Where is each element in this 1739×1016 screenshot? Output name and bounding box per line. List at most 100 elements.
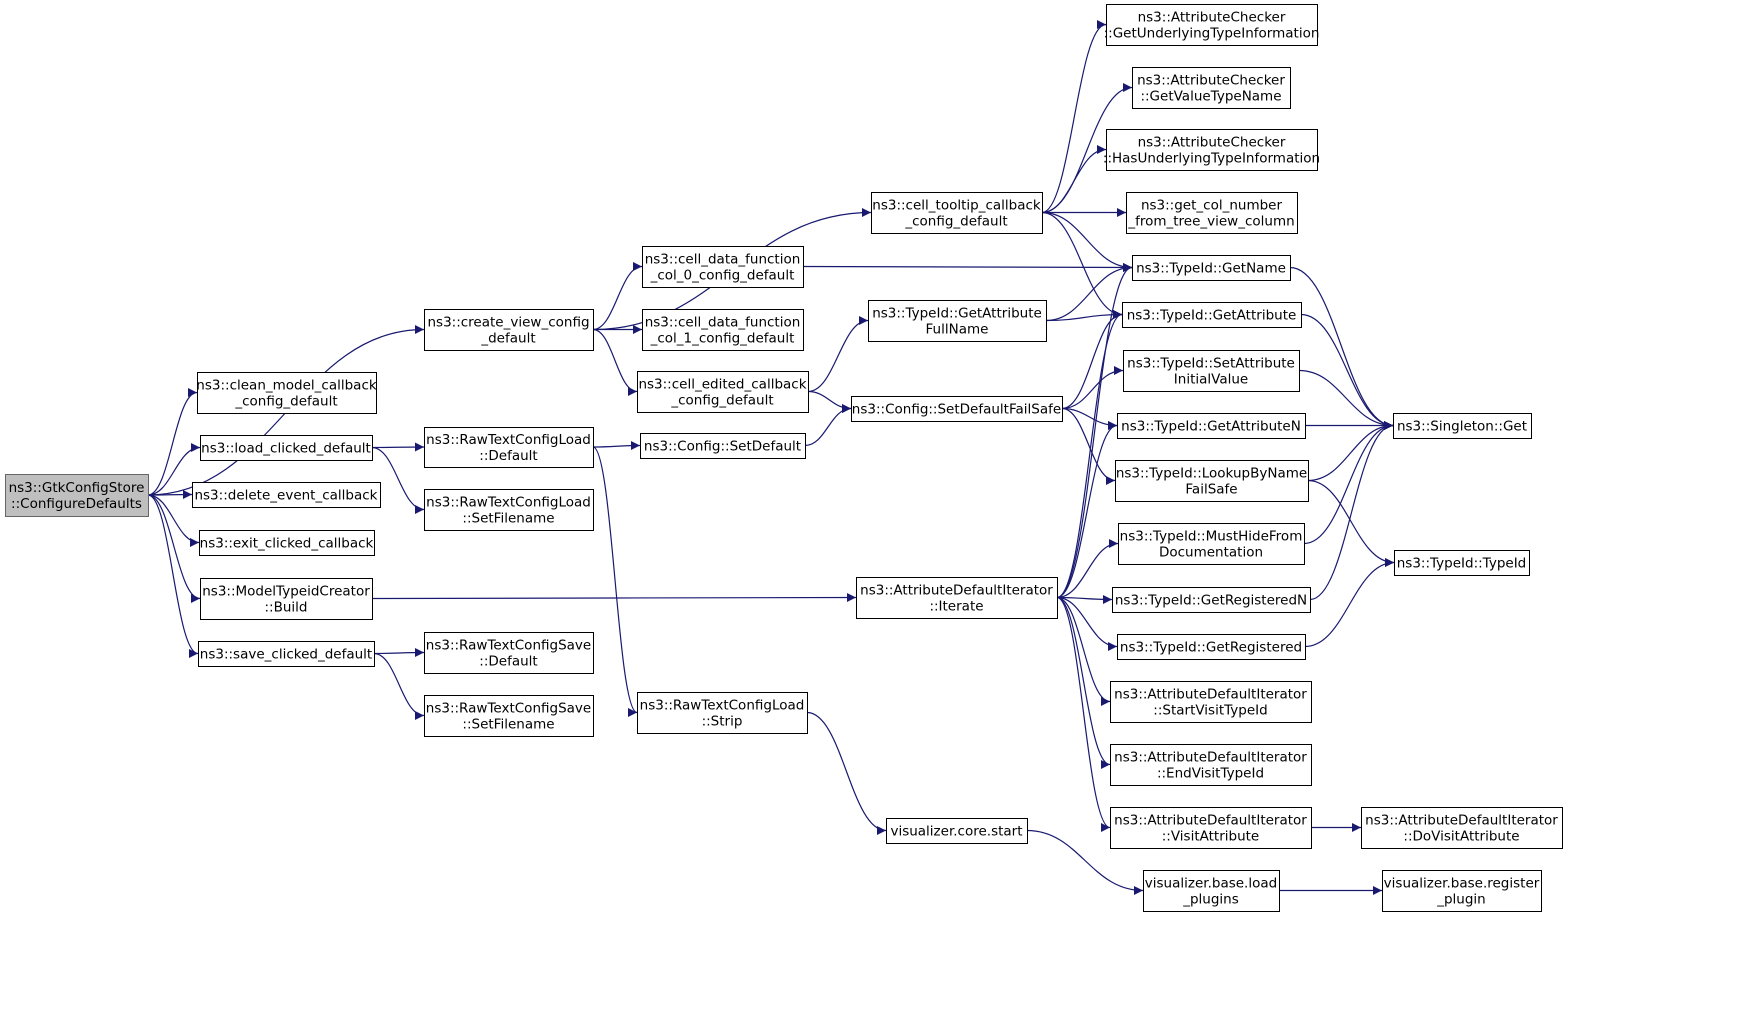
node-box (1110, 807, 1312, 849)
graph-node-adi-dovisitattr[interactable]: ns3::AttributeDefaultIterator::DoVisitAt… (1361, 807, 1563, 849)
graph-node-viz-start[interactable]: visualizer.core.start (886, 818, 1028, 844)
node-label-line: ns3::RawTextConfigLoad (640, 698, 805, 714)
node-label-line: ::SetFilename (462, 511, 554, 527)
node-box (424, 695, 594, 737)
graph-node-create-view[interactable]: ns3::create_view_config_default (424, 309, 594, 351)
graph-node-setdef-failsafe[interactable]: ns3::Config::SetDefaultFailSafe (851, 396, 1063, 422)
node-label-line: Documentation (1159, 545, 1263, 561)
node-label-line: ::Iterate (929, 599, 983, 615)
graph-node-clean-model[interactable]: ns3::clean_model_callback_config_default (196, 372, 377, 414)
node-label-line: ns3::save_clicked_default (200, 647, 372, 663)
node-label-line: ns3::TypeId::GetAttributeN (1121, 419, 1301, 435)
edge-load_clicked-to-rtcl_setfn (371, 446, 425, 514)
node-label-line: InitialValue (1174, 372, 1248, 388)
node-label-line: ::ConfigureDefaults (11, 496, 142, 512)
node-label-line: ns3::RawTextConfigSave (426, 638, 591, 654)
node-label-line: ns3::AttributeDefaultIterator (860, 583, 1053, 599)
graph-node-tid-getattributen[interactable]: ns3::TypeId::GetAttributeN (1117, 413, 1306, 439)
node-label-line: ns3::RawTextConfigSave (426, 701, 591, 717)
graph-node-delete-event[interactable]: ns3::delete_event_callback (192, 482, 381, 508)
graph-node-load-clicked[interactable]: ns3::load_clicked_default (200, 435, 373, 461)
graph-node-cell-edited[interactable]: ns3::cell_edited_callback_config_default (637, 371, 809, 413)
node-label-line: ns3::Config::SetDefaultFailSafe (852, 402, 1061, 418)
edge-mtc_build-to-adi_iterate (371, 593, 857, 603)
graph-node-exit-clicked[interactable]: ns3::exit_clicked_callback (199, 530, 375, 556)
node-box (1110, 744, 1312, 786)
node-label-line: ns3::cell_edited_callback (638, 377, 806, 393)
node-label-line: visualizer.base.register (1384, 876, 1540, 892)
graph-node-rtcl-setfn[interactable]: ns3::RawTextConfigLoad::SetFilename (424, 489, 594, 531)
graph-node-cfg-setdefault[interactable]: ns3::Config::SetDefault (640, 433, 806, 459)
node-label-line: ns3::AttributeDefaultIterator (1365, 813, 1558, 829)
node-box (1143, 870, 1280, 912)
edge-root-to-save_clicked (147, 494, 199, 658)
node-label-line: ns3::TypeId::SetAttribute (1127, 356, 1295, 372)
graph-node-tid-getregistered[interactable]: ns3::TypeId::GetRegistered (1117, 634, 1306, 660)
graph-node-adi-startvisit[interactable]: ns3::AttributeDefaultIterator::StartVisi… (1110, 681, 1312, 723)
graph-node-cdf1[interactable]: ns3::cell_data_function_col_1_config_def… (642, 309, 804, 351)
node-box (637, 692, 808, 734)
graph-node-ac-valuetypename[interactable]: ns3::AttributeChecker::GetValueTypeName (1132, 67, 1291, 109)
node-label-line: ns3::TypeId::GetAttribute (1127, 308, 1297, 324)
graph-node-adi-iterate[interactable]: ns3::AttributeDefaultIterator::Iterate (856, 577, 1058, 619)
node-label-line: ns3::clean_model_callback (196, 378, 377, 394)
graph-node-adi-endvisit[interactable]: ns3::AttributeDefaultIterator::EndVisitT… (1110, 744, 1312, 786)
graph-node-save-clicked[interactable]: ns3::save_clicked_default (198, 641, 375, 667)
graph-node-rtcs-setfn[interactable]: ns3::RawTextConfigSave::SetFilename (424, 695, 594, 737)
graph-node-adi-visitattr[interactable]: ns3::AttributeDefaultIterator::VisitAttr… (1110, 807, 1312, 849)
graph-node-rtcl-strip[interactable]: ns3::RawTextConfigLoad::Strip (637, 692, 808, 734)
graph-node-tid-getregisteredn[interactable]: ns3::TypeId::GetRegisteredN (1112, 587, 1311, 613)
node-box (200, 435, 373, 461)
edge-adi_iterate-to-tid_getname (1056, 263, 1133, 599)
edge-adi_iterate-to-adi_startvisit (1056, 596, 1111, 706)
node-label-line: _config_default (670, 393, 773, 409)
edges-layer (147, 20, 1395, 895)
graph-node-tid-getname[interactable]: ns3::TypeId::GetName (1132, 255, 1291, 281)
graph-node-rtcl-default[interactable]: ns3::RawTextConfigLoad::Default (424, 427, 594, 468)
node-label-line: ns3::TypeId::MustHideFrom (1120, 529, 1303, 545)
node-box (1115, 460, 1309, 502)
edge-adi_iterate-to-tid_getregisteredn (1056, 594, 1113, 604)
edge-create_view-to-cdf0 (592, 262, 643, 331)
graph-node-rtcs-default[interactable]: ns3::RawTextConfigSave::Default (424, 632, 594, 674)
graph-node-mtc-build[interactable]: ns3::ModelTypeidCreator::Build (200, 578, 373, 620)
graph-node-ac-has-underlying[interactable]: ns3::AttributeChecker::HasUnderlyingType… (1103, 129, 1320, 171)
node-label-line: ns3::create_view_config (427, 315, 589, 331)
edge-cell_edited-to-getattr_fullname (807, 316, 869, 393)
edge-adi_iterate-to-tid_musthide (1056, 539, 1119, 599)
node-box (1132, 255, 1291, 281)
graph-node-viz-registerplugin[interactable]: visualizer.base.register_plugin (1382, 870, 1542, 912)
edge-tid_lookup_failsafe-to-tid_typeid (1307, 479, 1395, 567)
edge-cfg_setdefault-to-setdef_failsafe (804, 404, 852, 447)
edge-tid_getregisteredn-to-singleton_get (1309, 421, 1394, 601)
graph-node-cdf0[interactable]: ns3::cell_data_function_col_0_config_def… (642, 246, 804, 288)
node-box (198, 641, 375, 667)
node-box (851, 396, 1063, 422)
graph-node-cell-tooltip[interactable]: ns3::cell_tooltip_callback_config_defaul… (871, 192, 1043, 234)
node-box (424, 427, 594, 468)
node-label-line: ns3::AttributeChecker (1138, 135, 1286, 151)
graph-node-tid-getattribute[interactable]: ns3::TypeId::GetAttribute (1122, 302, 1302, 328)
node-box (1106, 129, 1318, 171)
node-box (1123, 350, 1300, 392)
node-label-line: ::StartVisitTypeId (1153, 703, 1267, 719)
node-label-line: ::GetValueTypeName (1140, 89, 1281, 105)
graph-node-get-col-number[interactable]: ns3::get_col_number_from_tree_view_colum… (1126, 192, 1298, 234)
graph-node-viz-loadplugins[interactable]: visualizer.base.load_plugins (1143, 870, 1280, 912)
node-label-line: _config_default (234, 394, 337, 410)
edge-tid_getname-to-singleton_get (1289, 266, 1394, 430)
graph-node-tid-typeid[interactable]: ns3::TypeId::TypeId (1394, 550, 1530, 576)
edge-load_clicked-to-rtcl_default (371, 442, 425, 452)
node-box (856, 577, 1058, 619)
node-label-line: ns3::ModelTypeidCreator (202, 584, 370, 600)
node-box (200, 578, 373, 620)
graph-node-ac-underlying-info[interactable]: ns3::AttributeChecker::GetUnderlyingType… (1104, 4, 1320, 46)
edge-save_clicked-to-rtcs_setfn (373, 652, 425, 720)
node-box (424, 632, 594, 674)
graph-node-singleton-get[interactable]: ns3::Singleton::Get (1393, 413, 1532, 439)
